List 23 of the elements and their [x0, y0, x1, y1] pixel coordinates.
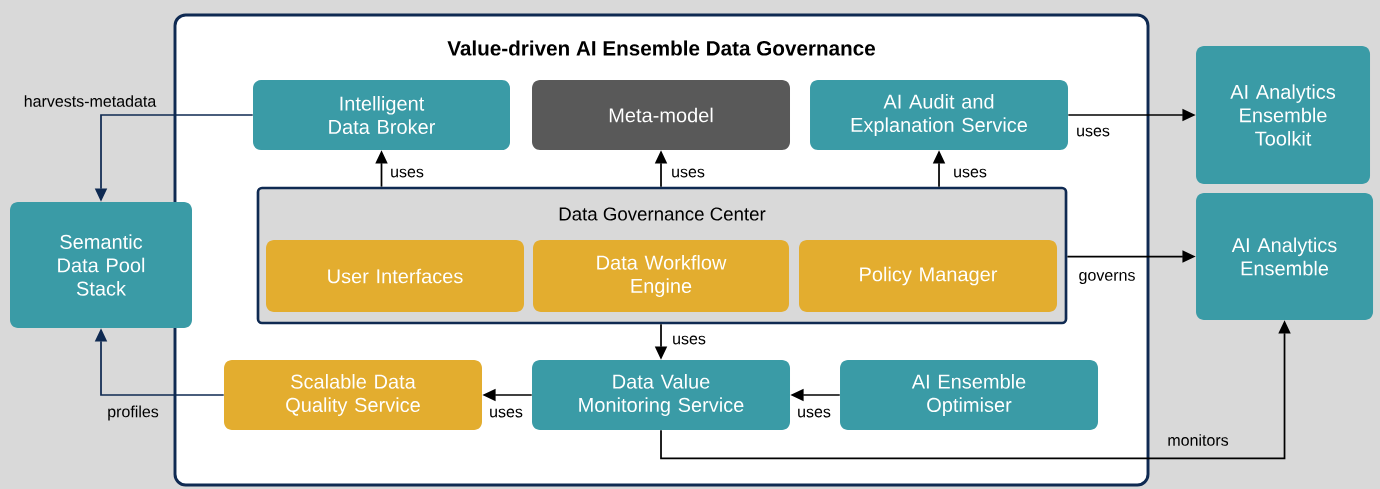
edge-label: governs — [1079, 272, 1135, 284]
process-box: Policy Manager — [799, 240, 1057, 312]
process-box: Semantic Data Pool Stack — [10, 202, 192, 328]
edge-label: profiles — [108, 405, 159, 421]
process-box: Data Workflow Engine — [533, 240, 789, 312]
edge-label: uses — [672, 168, 705, 178]
process-box: Meta-model — [532, 80, 790, 150]
edge-label: monitors — [1168, 434, 1229, 446]
edge-label: uses — [954, 168, 987, 178]
process-box: AI Analytics Ensemble Toolkit — [1196, 46, 1370, 184]
process-box: AI Ensemble Optimiser — [840, 360, 1098, 430]
process-box: Scalable Data Quality Service — [224, 360, 482, 430]
edge-label: uses — [1077, 127, 1110, 137]
edge-label: harvests-metadata — [24, 95, 157, 107]
edge-label: uses — [798, 408, 831, 418]
process-box: AI Audit and Explanation Service — [810, 80, 1068, 150]
process-box: Data Value Monitoring Service — [532, 360, 790, 430]
process-box: User Interfaces — [266, 240, 524, 312]
process-box: Intelligent Data Broker — [253, 80, 510, 150]
edge-label: uses — [673, 335, 706, 345]
edge-label: uses — [391, 168, 424, 178]
process-box: AI Analytics Ensemble — [1196, 193, 1374, 320]
edge-label: uses — [490, 408, 523, 418]
